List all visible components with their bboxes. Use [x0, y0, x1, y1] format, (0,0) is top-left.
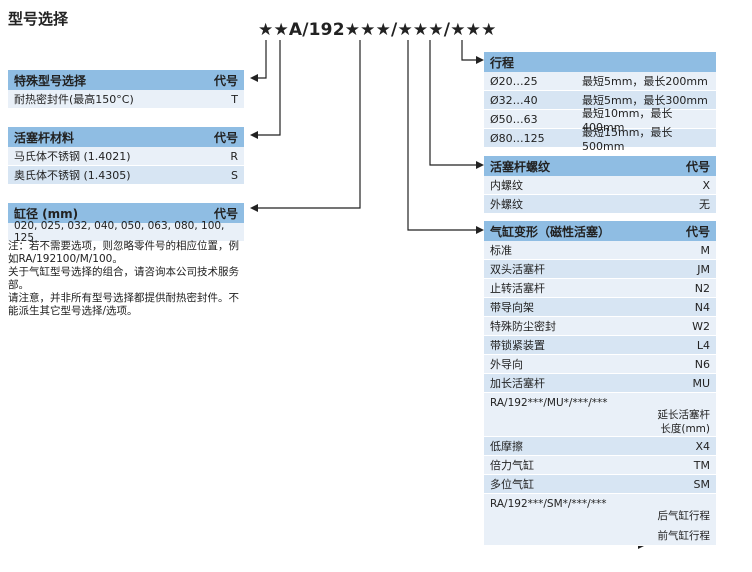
bore-values: 020, 025, 032, 040, 050, 063, 080, 100, …	[8, 220, 244, 244]
table-row: 奥氏体不锈钢 (1.4305)S	[8, 166, 244, 185]
mu-note-2: 长度(mm)	[660, 423, 710, 435]
mu-formula-block: RA/192***/MU*/***/*** 延长活塞杆 长度(mm)	[484, 393, 716, 437]
special-model-table: 特殊型号选择 代号 耐热密封件(最高150°C)T	[8, 70, 244, 109]
sm-formula-block: RA/192***/SM*/***/*** 后气缸行程 前气缸行程	[484, 494, 716, 546]
rod-thread-header: 活塞杆螺纹代号	[484, 156, 716, 176]
stroke-header: 行程	[484, 52, 716, 72]
mu-note-1: 延长活塞杆	[657, 409, 711, 421]
note-3: 请注意，并非所有型号选择都提供耐热密封件。不能派生其它型号选择/选项。	[8, 292, 239, 317]
note-1: 注：若不需要选项，则忽略零件号的相应位置，例如RA/192100/M/100。	[8, 240, 239, 265]
table-row: 外螺纹无	[484, 195, 716, 214]
order-code: ★★A/192★★★/★★★/★★★	[258, 20, 497, 40]
sm-note-1: 后气缸行程	[657, 510, 711, 522]
bore-table: 缸径 (mm)代号 020, 025, 032, 040, 050, 063, …	[8, 203, 244, 244]
note-2: 关于气缸型号选择的组合，请咨询本公司技术服务部。	[8, 266, 239, 291]
page-title: 型号选择	[8, 10, 69, 28]
notes: 注：若不需要选项，则忽略零件号的相应位置，例如RA/192100/M/100。 …	[8, 240, 248, 318]
table-row: 马氏体不锈钢 (1.4021)R	[8, 147, 244, 166]
mu-formula: RA/192***/MU*/***/***	[490, 397, 608, 409]
sm-note-2: 前气缸行程	[657, 530, 711, 542]
rod-material-table: 活塞杆材料代号 马氏体不锈钢 (1.4021)R 奥氏体不锈钢 (1.4305)…	[8, 127, 244, 185]
bore-header: 缸径 (mm)代号	[8, 203, 244, 223]
rod-material-header: 活塞杆材料代号	[8, 127, 244, 147]
variant-header: 气缸变形（磁性活塞）代号	[484, 221, 716, 241]
table-row: 耐热密封件(最高150°C)T	[8, 90, 244, 109]
special-model-header: 特殊型号选择 代号	[8, 70, 244, 90]
sm-formula: RA/192***/SM*/***/***	[490, 498, 607, 510]
